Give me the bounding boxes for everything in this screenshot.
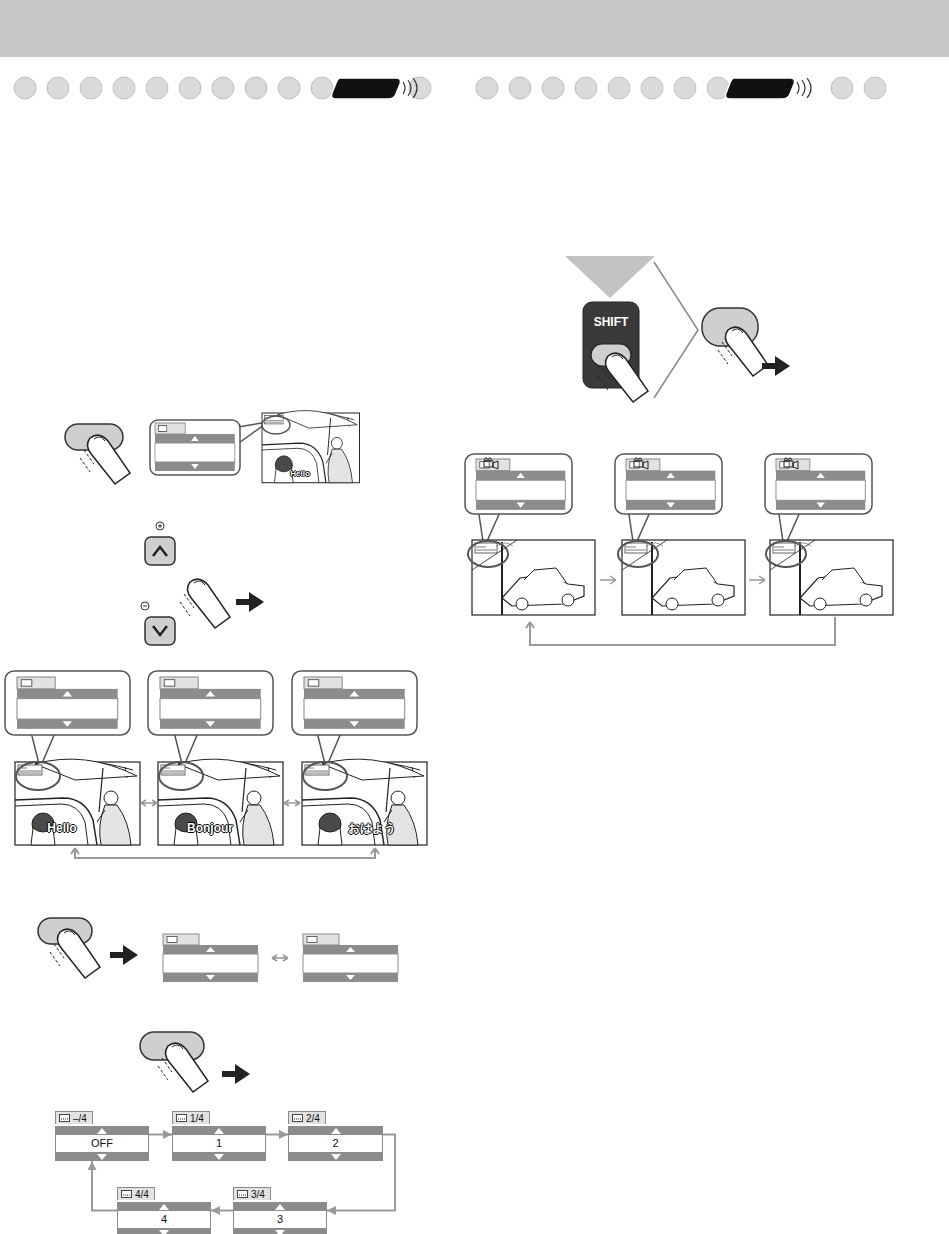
up-triangle <box>275 1204 285 1210</box>
osd-tab: 2/4 <box>288 1111 326 1124</box>
track-counter: 3/4 <box>251 1188 265 1201</box>
osd-value: 1 <box>172 1135 266 1152</box>
subtitle-text: Hello <box>47 821 76 835</box>
osd-bar <box>233 1202 327 1211</box>
shift-step <box>565 256 790 402</box>
osd-value: 4 <box>117 1211 211 1228</box>
osd-box: –/4OFF <box>55 1108 149 1161</box>
subtitle-value: 4 <box>161 1213 167 1225</box>
osd-box: 1/4 1 <box>172 1108 266 1161</box>
subtitle-icon <box>121 1190 132 1198</box>
osd-bar <box>288 1152 383 1161</box>
subtitle-icon <box>237 1190 248 1198</box>
remote-tab <box>332 78 812 99</box>
osd-bar <box>288 1126 383 1135</box>
osd-value: 2 <box>288 1135 383 1152</box>
flow-arrow <box>149 1134 172 1136</box>
up-triangle <box>97 1128 107 1134</box>
flow-arrow <box>92 1161 117 1211</box>
osd-bar <box>55 1152 149 1161</box>
osd-tab: 1/4 <box>172 1111 210 1124</box>
down-triangle <box>275 1230 285 1234</box>
up-triangle <box>331 1128 341 1134</box>
track-counter: 4/4 <box>135 1188 149 1201</box>
down-triangle <box>159 1230 169 1234</box>
osd-box: 2/4 2 <box>288 1108 383 1161</box>
cursor-keys <box>141 522 264 645</box>
osd-value: OFF <box>55 1135 149 1152</box>
osd-box: 4/4 4 <box>117 1184 211 1234</box>
flow-arrow <box>266 1134 288 1136</box>
key-label: SHIFT <box>594 315 629 329</box>
osd-bar <box>172 1126 266 1135</box>
up-triangle <box>159 1204 169 1210</box>
subtitle-button <box>140 1032 250 1092</box>
subtitle-icon <box>292 1114 303 1122</box>
down-triangle <box>97 1154 107 1160</box>
osd-tab: 3/4 <box>233 1187 271 1200</box>
button <box>65 424 130 484</box>
osd-bar <box>117 1202 211 1211</box>
osd-bar <box>55 1126 149 1135</box>
subtitle-text: Bonjour <box>187 821 233 835</box>
subtitle-text: Hello <box>290 469 310 478</box>
subtitle-value: 2 <box>332 1137 338 1149</box>
osd-bar <box>233 1228 327 1234</box>
osd-bar <box>172 1152 266 1161</box>
subtitle-icon <box>176 1114 187 1122</box>
angle-panels <box>465 454 893 645</box>
toggle-step <box>38 918 398 982</box>
track-counter: 1/4 <box>190 1112 204 1125</box>
track-counter: 2/4 <box>306 1112 320 1125</box>
subtitle-value: 3 <box>277 1213 283 1225</box>
dot-row <box>14 77 886 99</box>
up-triangle <box>214 1128 224 1134</box>
osd-tab: –/4 <box>55 1111 93 1124</box>
flow-arrow <box>211 1210 233 1212</box>
subtitle-value: OFF <box>91 1137 113 1149</box>
subtitle-icon <box>59 1114 70 1122</box>
track-counter: –/4 <box>73 1112 87 1125</box>
movie-scene <box>262 411 360 483</box>
down-triangle <box>331 1154 341 1160</box>
osd-tab: 4/4 <box>117 1187 155 1200</box>
subtitle-value: 1 <box>216 1137 222 1149</box>
osd-callout <box>150 420 268 475</box>
subtitle-panels <box>5 671 427 858</box>
osd-bar <box>117 1228 211 1234</box>
osd-box: 3/4 3 <box>233 1184 327 1234</box>
down-triangle <box>214 1154 224 1160</box>
osd-value: 3 <box>233 1211 327 1228</box>
subtitle-text: おはよう <box>348 820 396 837</box>
header-band <box>0 0 949 57</box>
